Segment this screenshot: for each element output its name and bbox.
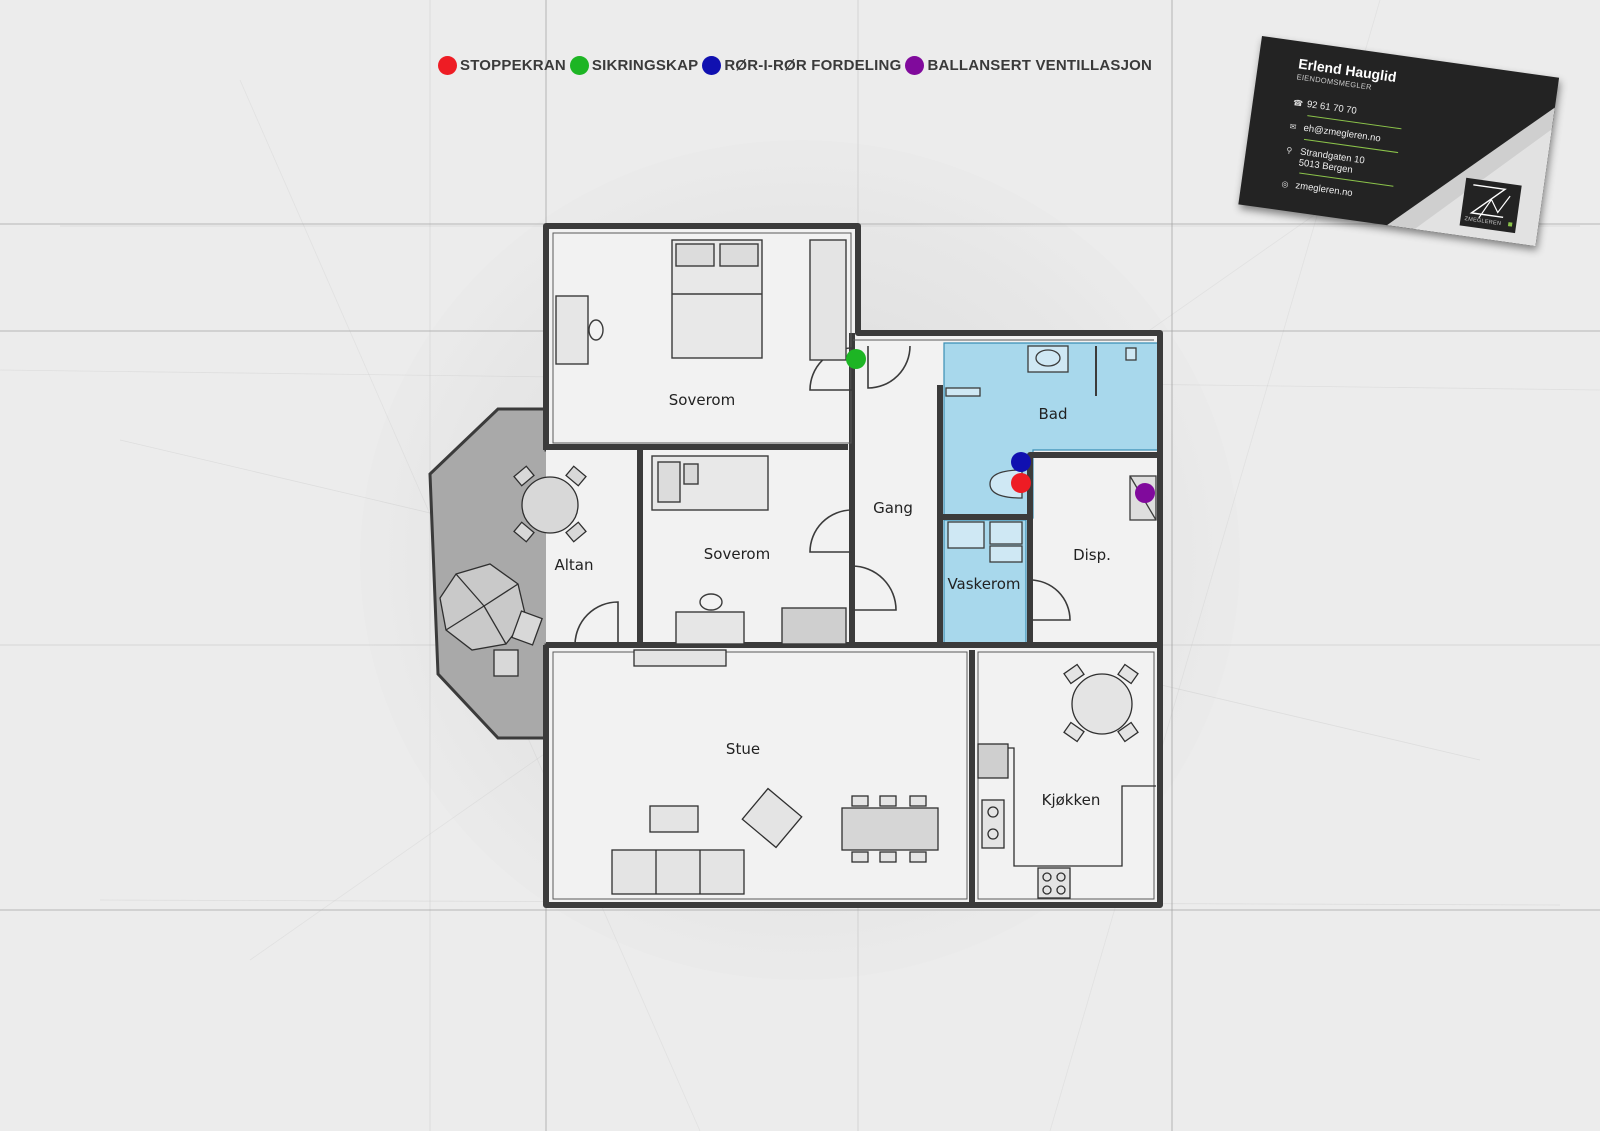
legend-label: SIKRINGSKAP (591, 56, 699, 74)
room-label-vaskerom: Vaskerom (947, 575, 1021, 593)
legend-item-stoppekran: STOPPEKRAN (438, 55, 566, 75)
kitchen-furniture (977, 663, 1156, 899)
zm-logo-icon (1459, 177, 1522, 234)
room-label-disp: Disp. (1073, 546, 1111, 564)
wardrobe (809, 239, 847, 361)
altan-furniture (439, 465, 587, 677)
legend-item-ventilasjon: BALLANSERT VENTILLASJON (905, 55, 1153, 75)
mail-icon: ✉ (1289, 121, 1297, 132)
tv-bench (633, 649, 727, 667)
washing-sink (947, 521, 985, 549)
markers (846, 349, 1155, 503)
room-label-soverom-2: Soverom (703, 545, 771, 563)
business-card: Erlend Hauglid EIENDOMSMEGLER ☎ 92 61 70… (1238, 36, 1560, 247)
desk (555, 295, 589, 365)
room-label-gang: Gang (873, 499, 913, 517)
phone-icon: ☎ (1292, 98, 1304, 109)
room-label-altan: Altan (554, 556, 594, 574)
marker-ventilasjon (1135, 483, 1155, 503)
marker-stoppekran (1011, 473, 1031, 493)
dining-table (841, 807, 939, 851)
globe-icon: ◎ (1281, 179, 1290, 190)
room-label-soverom-1: Soverom (668, 391, 736, 409)
desk-2 (675, 611, 745, 645)
cabinet (781, 607, 847, 645)
room-label-bad: Bad (1038, 405, 1068, 423)
purple-dot-icon (905, 55, 925, 75)
legend: STOPPEKRAN SIKRINGSKAP RØR-I-RØR FORDELI… (438, 54, 1156, 76)
armchair (741, 787, 803, 849)
green-dot-icon (569, 55, 589, 75)
furniture-bedroom-1 (555, 239, 847, 365)
stue-furniture (611, 649, 939, 895)
legend-label: RØR-I-RØR FORDELING (724, 56, 902, 74)
marker-sikringskap (846, 349, 866, 369)
sofa (611, 849, 745, 895)
red-dot-icon (438, 55, 457, 75)
blue-dot-icon (702, 55, 722, 75)
marker-ror-i-ror (1011, 452, 1031, 472)
furniture-bedroom-2 (651, 455, 847, 645)
legend-item-sikringskap: SIKRINGSKAP (569, 55, 699, 75)
room-label-stue: Stue (725, 740, 761, 758)
legend-label: BALLANSERT VENTILLASJON (927, 56, 1153, 74)
legend-label: STOPPEKRAN (460, 56, 566, 74)
room-label-kjokken: Kjøkken (1041, 791, 1101, 809)
location-pin-icon: ⚲ (1285, 145, 1293, 156)
legend-item-ror-i-ror: RØR-I-RØR FORDELING (702, 55, 902, 75)
coffee-table (649, 805, 699, 833)
stove (1037, 867, 1071, 899)
